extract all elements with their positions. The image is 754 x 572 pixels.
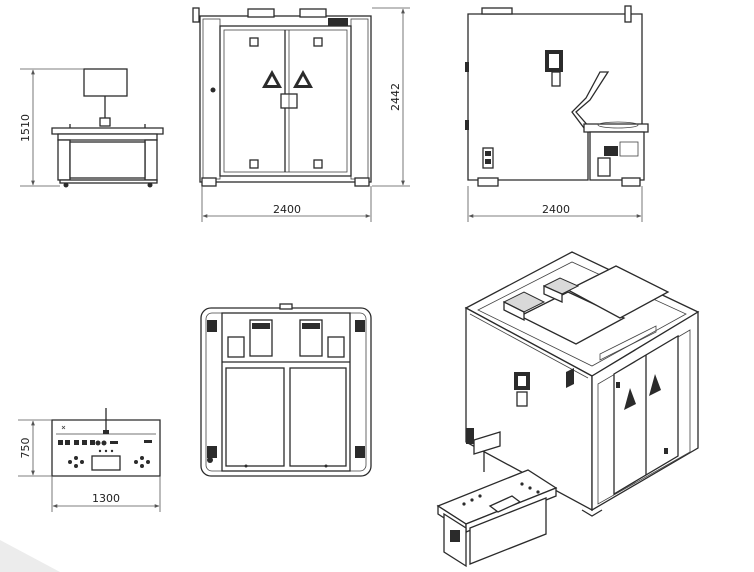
- dimension-console-depth: 750: [18, 419, 52, 477]
- corner-shade: [0, 540, 60, 572]
- dimension-console-height: 1510: [19, 68, 84, 187]
- front-view: [192, 7, 372, 187]
- top-view: [200, 303, 372, 477]
- dim-label-2442: 2442: [389, 83, 402, 111]
- control-knob-icon: [95, 440, 101, 446]
- dim-label-750: 750: [19, 438, 32, 459]
- monitor: [83, 68, 128, 97]
- dimension-front-height: 2442: [372, 7, 410, 187]
- dim-label-1300: 1300: [92, 492, 120, 505]
- hazard-triangle-icon: [624, 388, 636, 410]
- dim-label-1510: 1510: [19, 114, 32, 142]
- console-cabinet: [69, 141, 146, 179]
- dim-label-2400-front: 2400: [273, 203, 301, 216]
- console-top-view: [51, 408, 161, 477]
- dimension-console-width: 1300: [51, 476, 161, 512]
- dim-label-2400-side: 2400: [542, 203, 570, 216]
- console-screen: [91, 455, 121, 471]
- dimension-front-width: 2400: [201, 186, 372, 222]
- side-view: [465, 5, 649, 187]
- dimension-side-width: 2400: [467, 186, 643, 222]
- iso-monitor: [473, 431, 501, 455]
- hazard-triangle-icon: [649, 374, 661, 396]
- isometric-view: [436, 251, 700, 568]
- console-side-view: [51, 68, 164, 188]
